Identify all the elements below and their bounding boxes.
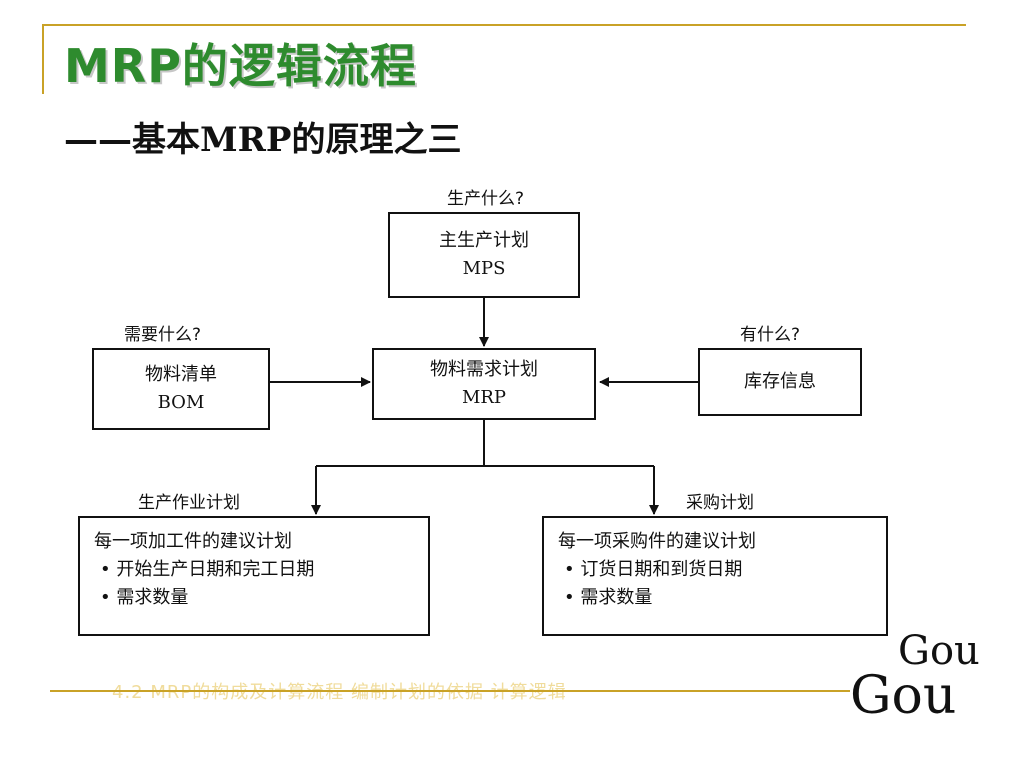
bottom-rule: [50, 690, 850, 692]
purchase-plan-item: • 订货日期和到货日期: [564, 558, 743, 580]
purchase-plan-title: 每一项采购件的建议计划: [558, 531, 756, 552]
mrp-code: MRP: [461, 387, 507, 408]
purchase-plan-item: • 需求数量: [564, 586, 653, 608]
production-plan-title: 每一项加工件的建议计划: [94, 531, 292, 552]
footer-faint-text: 4.2 MRP的构成及计算流程 编制计划的依据 计算逻辑: [112, 682, 567, 703]
inventory-box: 库存信息: [698, 348, 862, 416]
production-plan-label: 生产作业计划: [138, 493, 240, 513]
slide-subtitle: ——基本MRP的原理之三: [64, 120, 462, 160]
mps-box: 主生产计划 MPS: [388, 212, 580, 298]
slide-title: MRP的逻辑流程: [64, 39, 417, 93]
left-rule: [42, 24, 44, 94]
purchase-plan-label: 采购计划: [686, 493, 754, 513]
mps-name: 主生产计划: [439, 230, 529, 252]
logo-line-2: Gou: [850, 666, 957, 726]
mps-code: MPS: [462, 258, 506, 279]
purchase-plan-box: 每一项采购件的建议计划 • 订货日期和到货日期 • 需求数量: [542, 516, 888, 636]
bom-box: 物料清单 BOM: [92, 348, 270, 430]
bom-name: 物料清单: [145, 364, 217, 386]
logo-line-1: Gou: [898, 628, 980, 674]
production-plan-item: • 开始生产日期和完工日期: [100, 558, 315, 580]
top-rule: [42, 24, 966, 26]
bom-question-label: 需要什么?: [124, 325, 202, 345]
mrp-box: 物料需求计划 MRP: [372, 348, 596, 420]
bom-code: BOM: [157, 392, 205, 413]
logo: Gou Gou: [850, 628, 1020, 728]
mrp-name: 物料需求计划: [430, 359, 538, 381]
production-plan-box: 每一项加工件的建议计划 • 开始生产日期和完工日期 • 需求数量: [78, 516, 430, 636]
mps-question-label: 生产什么?: [447, 189, 525, 209]
inventory-question-label: 有什么?: [740, 325, 801, 345]
production-plan-item: • 需求数量: [100, 586, 189, 608]
inventory-name: 库存信息: [744, 371, 816, 393]
